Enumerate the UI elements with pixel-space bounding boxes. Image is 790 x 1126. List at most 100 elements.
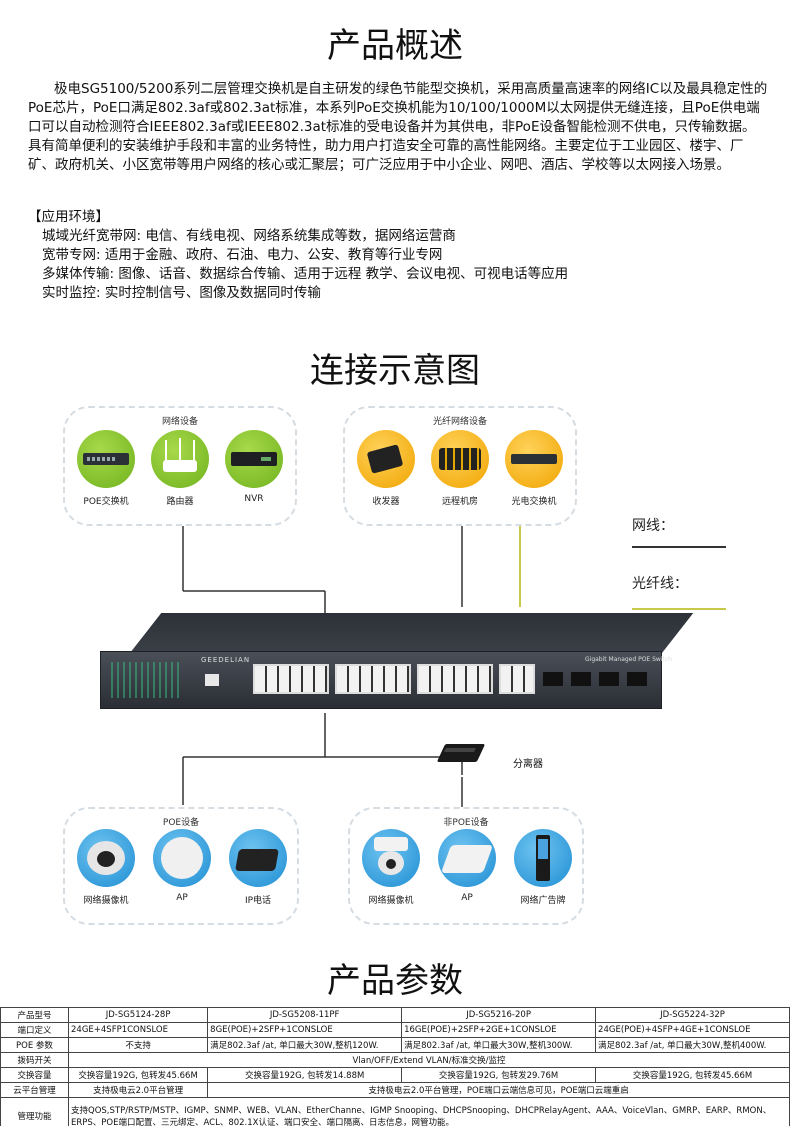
application-item: 宽带专网: 适用于金融、政府、石油、电力、公安、教育等行业专网 <box>42 247 443 263</box>
table-cell: 支持极电云2.0平台管理 <box>67 1082 209 1098</box>
legend-ethernet-line <box>632 546 726 548</box>
router-icon <box>151 430 209 488</box>
device-label: 收发器 <box>372 497 400 507</box>
device-dome-camera: 网络摄像机 <box>360 829 422 906</box>
rj45-port-block <box>253 664 329 694</box>
legend-fiber-line <box>632 608 726 610</box>
panel-title: 非POE设备 <box>443 818 489 828</box>
legend-fiber-label: 光纤线： <box>632 576 688 592</box>
applications-block: 【应用环境】 城域光纤宽带网: 电信、有线电视、网络系统集成等数，据网络运营商 … <box>28 208 768 303</box>
device-fiber-switch: 光电交换机 <box>503 430 565 507</box>
network-devices-panel: 网络设备 POE交换机 路由器 NVR <box>63 406 297 526</box>
console-port <box>205 674 219 686</box>
table-cell: 满足802.3af /at, 单口最大30W,整机400W. <box>595 1037 790 1053</box>
device-transceiver: 收发器 <box>355 430 417 507</box>
device-label: 网络摄像机 <box>368 896 414 906</box>
non-poe-devices-panel: 非POE设备 网络摄像机 AP 网络广告牌 <box>348 807 584 925</box>
table-cell: 16GE(POE)+2SFP+2GE+1CONSLOE <box>401 1022 597 1038</box>
sfp-ports <box>543 672 653 686</box>
device-poe-switch: POE交换机 <box>75 430 137 507</box>
table-cell: 满足802.3af /at, 单口最大30W,整机120W. <box>207 1037 403 1053</box>
table-cell: 不支持 <box>67 1037 209 1053</box>
table-cell: 支持QOS,STP/RSTP/MSTP、IGMP、SNMP、WEB、VLAN、E… <box>68 1097 790 1126</box>
device-router: 路由器 <box>149 430 211 507</box>
legend-ethernet-label: 网线： <box>632 518 674 534</box>
table-cell: JD-SG5216-20P <box>401 1007 597 1023</box>
application-item: 实时监控: 实时控制信号、图像及数据同时传输 <box>42 285 321 301</box>
device-label: 光电交换机 <box>511 497 557 507</box>
device-ip-phone: IP电话 <box>227 829 289 906</box>
device-ad-kiosk: 网络广告牌 <box>512 829 574 906</box>
fiber-devices-panel: 光纤网络设备 收发器 远程机房 光电交换机 <box>343 406 577 526</box>
table-cell: 24GE(POE)+4SFP+4GE+1CONSLOE <box>595 1022 790 1038</box>
device-label: IP电话 <box>244 896 272 906</box>
panel-title: 光纤网络设备 <box>432 417 487 427</box>
table-cell: JD-SG5224-32P <box>595 1007 790 1023</box>
row-label: POE 参数 <box>0 1037 69 1053</box>
main-switch: GEEDELIAN Gigabit Managed POE Switch <box>100 613 694 719</box>
rj45-port-block <box>499 664 535 694</box>
device-label: 网络广告牌 <box>520 896 566 906</box>
device-nvr: NVR <box>223 430 285 504</box>
diagram-title: 连接示意图 <box>310 351 480 391</box>
table-row: 管理功能 支持QOS,STP/RSTP/MSTP、IGMP、SNMP、WEB、V… <box>0 1097 790 1126</box>
table-cell: 交换容量192G, 包转发14.88M <box>207 1067 403 1083</box>
ad-kiosk-icon <box>514 829 572 887</box>
connection-diagram: 网络设备 POE交换机 路由器 NVR 光纤网络 <box>0 395 790 935</box>
switch-model-label: Gigabit Managed POE Switch <box>585 656 672 663</box>
nvr-icon <box>225 430 283 488</box>
diagram-lines <box>182 525 521 815</box>
device-ip-camera: 网络摄像机 <box>75 829 137 906</box>
splitter-icon <box>436 740 487 770</box>
device-label: AP <box>176 893 188 903</box>
device-remote-room: 远程机房 <box>429 430 491 507</box>
table-cell: 支持极电云2.0平台管理，POE端口云端信息可见，POE端口云端重启 <box>207 1082 790 1098</box>
table-cell: 满足802.3af /at, 单口最大30W,整机300W. <box>401 1037 597 1053</box>
table-cell: 8GE(POE)+2SFP+1CONSLOE <box>207 1022 403 1038</box>
remote-room-icon <box>431 430 489 488</box>
overview-title: 产品概述 <box>327 26 463 66</box>
switch-brand: GEEDELIAN <box>201 656 251 664</box>
application-item: 城域光纤宽带网: 电信、有线电视、网络系统集成等数，据网络运营商 <box>42 228 456 244</box>
row-label: 云平台管理 <box>0 1082 69 1098</box>
table-cell: Vlan/OFF/Extend VLAN/标准交换/监控 <box>68 1052 790 1068</box>
table-row: 拨码开关 Vlan/OFF/Extend VLAN/标准交换/监控 <box>0 1052 790 1068</box>
table-cell: 交换容量192G, 包转发29.76M <box>401 1067 597 1083</box>
table-row: 产品型号 JD-SG5124-28P JD-SG5208-11PF JD-SG5… <box>0 1007 790 1023</box>
panel-title: 网络设备 <box>161 417 198 427</box>
rj45-port-block <box>417 664 493 694</box>
row-label: 端口定义 <box>0 1022 69 1038</box>
device-ap: AP <box>151 829 213 903</box>
ap-icon <box>438 829 496 887</box>
panel-title: POE设备 <box>162 818 200 828</box>
device-label: NVR <box>244 494 264 504</box>
device-ap-nonpoe: AP <box>436 829 498 903</box>
fiber-switch-icon <box>505 430 563 488</box>
row-label: 交换容量 <box>0 1067 69 1083</box>
poe-switch-icon <box>77 430 135 488</box>
device-label: 路由器 <box>166 497 194 507</box>
device-label: POE交换机 <box>83 497 129 507</box>
params-title: 产品参数 <box>327 961 463 1001</box>
params-table: 产品型号 JD-SG5124-28P JD-SG5208-11PF JD-SG5… <box>0 1007 790 1126</box>
switch-front: GEEDELIAN Gigabit Managed POE Switch <box>100 651 672 709</box>
row-label: 产品型号 <box>0 1007 69 1023</box>
overview-paragraph: 极电SG5100/5200系列二层管理交换机是自主研发的绿色节能型交换机，采用高… <box>28 81 768 173</box>
switch-top <box>130 613 694 653</box>
ap-icon <box>153 829 211 887</box>
table-cell: JD-SG5208-11PF <box>207 1007 403 1023</box>
rj45-port-block <box>335 664 411 694</box>
dome-camera-icon <box>362 829 420 887</box>
ip-phone-icon <box>229 829 287 887</box>
poe-devices-panel: POE设备 网络摄像机 AP IP电话 <box>63 807 299 925</box>
ip-camera-icon <box>77 829 135 887</box>
applications-heading: 【应用环境】 <box>28 209 109 225</box>
transceiver-icon <box>357 430 415 488</box>
device-label: 网络摄像机 <box>83 896 129 906</box>
row-label: 管理功能 <box>0 1097 69 1126</box>
table-row: POE 参数 不支持 满足802.3af /at, 单口最大30W,整机120W… <box>0 1037 790 1053</box>
table-cell: JD-SG5124-28P <box>67 1007 209 1023</box>
splitter-label: 分离器 <box>513 759 543 770</box>
table-row: 交换容量 交换容量192G, 包转发45.66M 交换容量192G, 包转发14… <box>0 1067 790 1083</box>
table-cell: 交换容量192G, 包转发45.66M <box>595 1067 790 1083</box>
